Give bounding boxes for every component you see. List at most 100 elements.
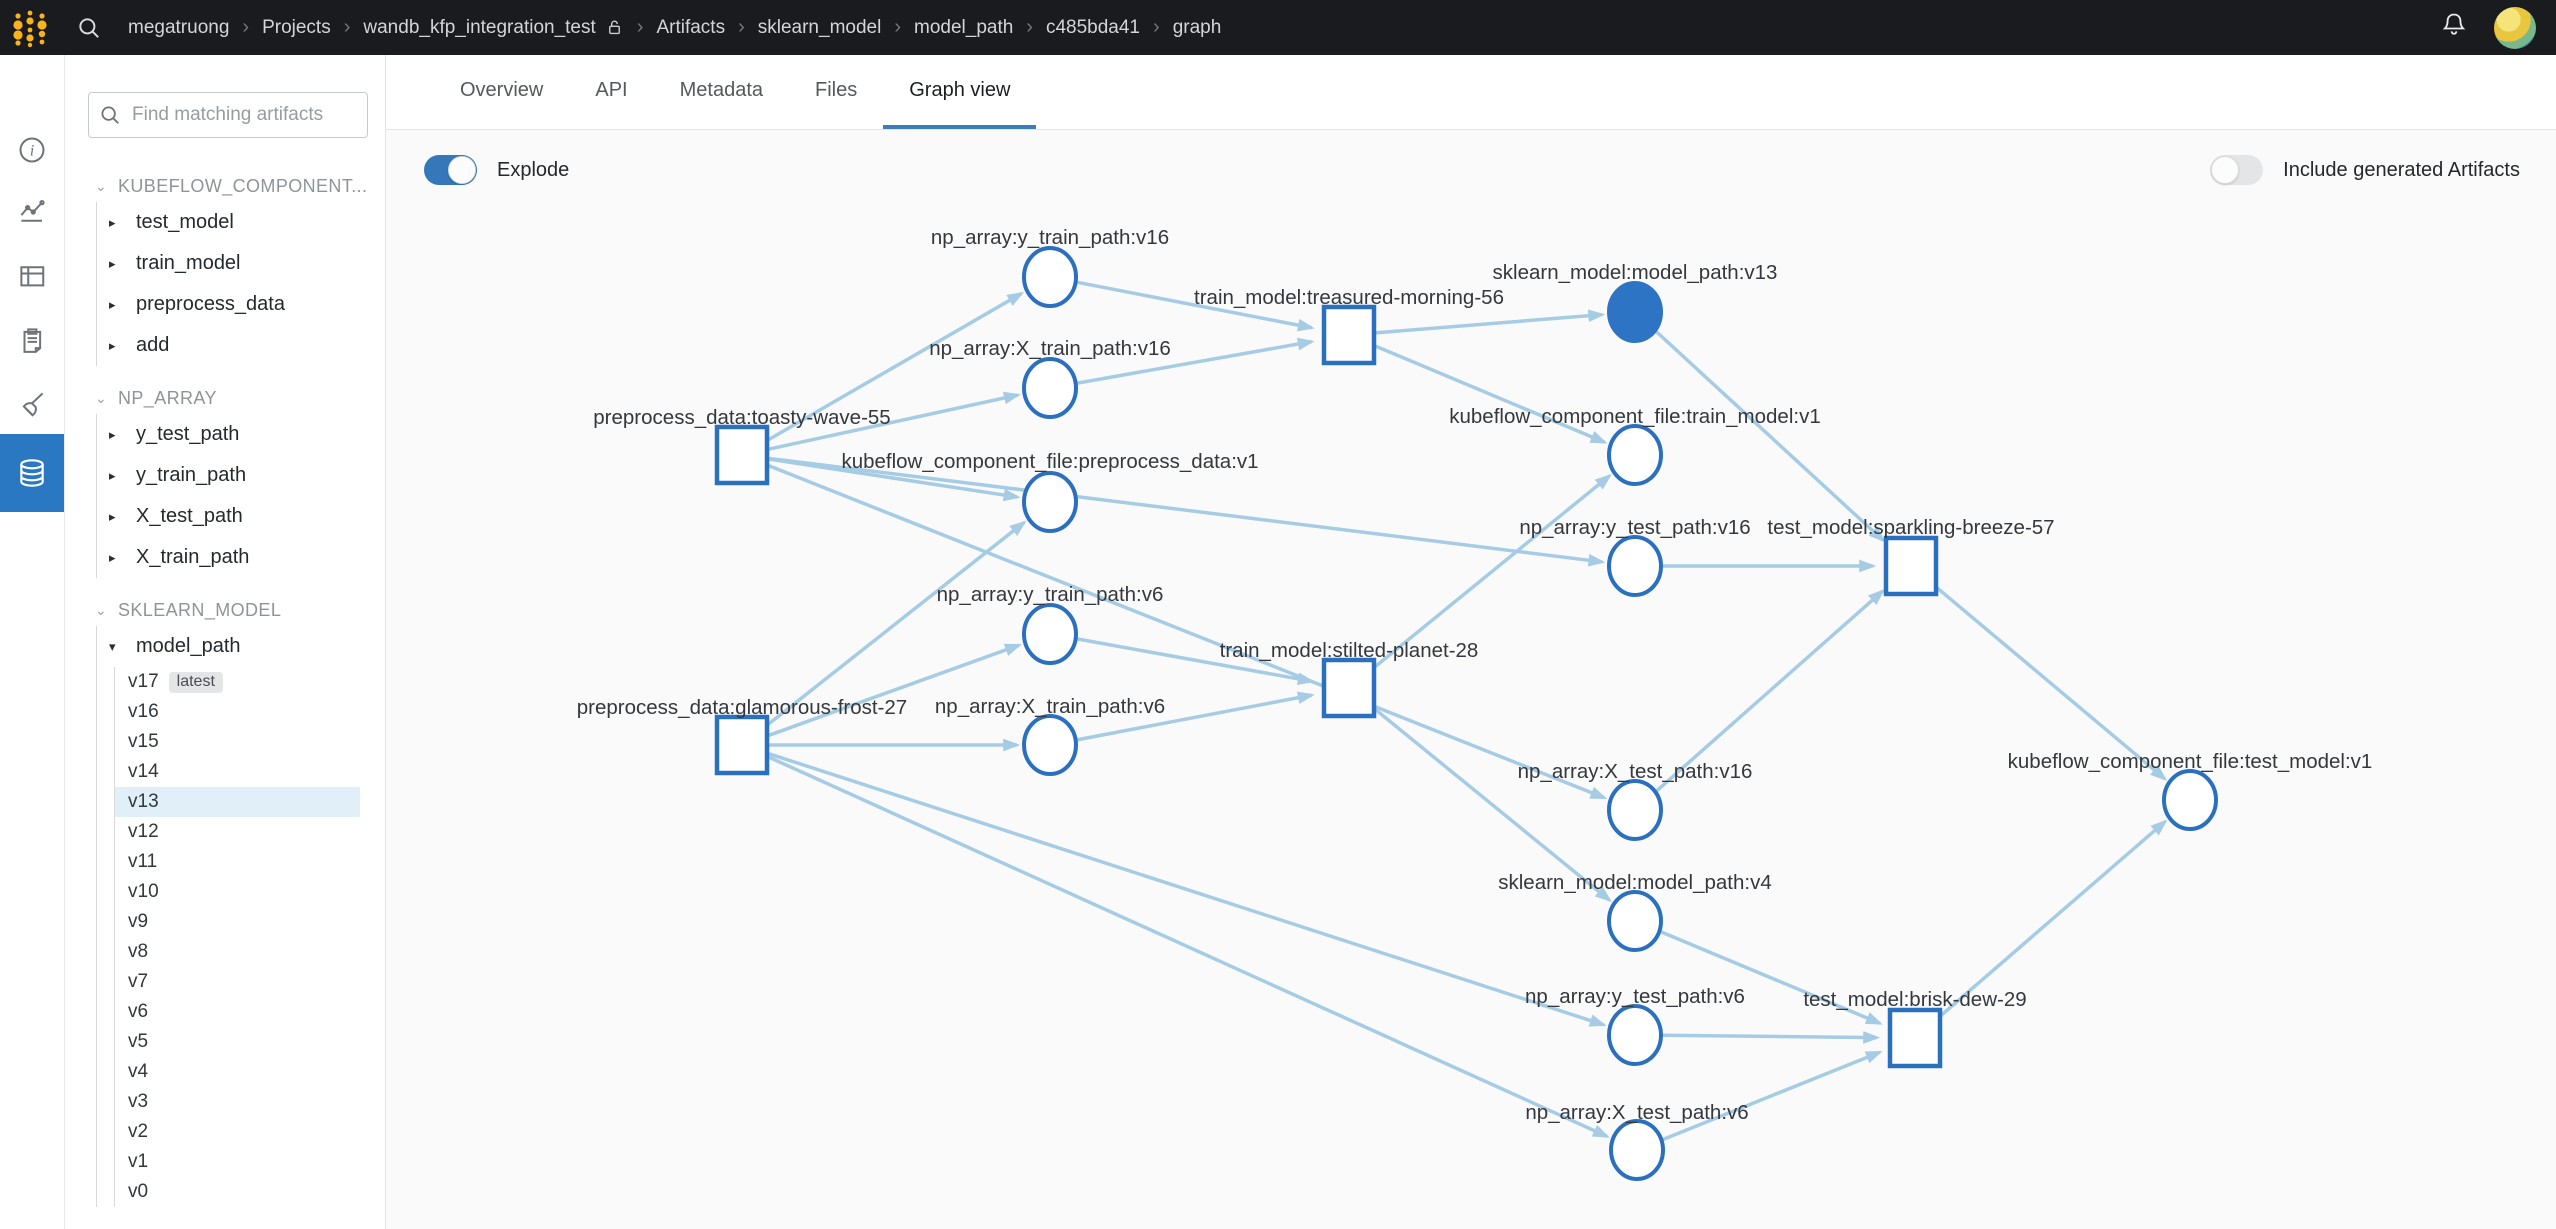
version-row-v7[interactable]: v7 <box>115 967 360 997</box>
sidebar-item-label: X_test_path <box>136 505 243 527</box>
graph-edge-skl13-tmod57 <box>1652 328 1886 543</box>
version-row-v15[interactable]: v15 <box>115 727 360 757</box>
include-generated-toggle[interactable] <box>2210 155 2264 185</box>
tab-graph-view[interactable]: Graph view <box>883 55 1037 129</box>
breadcrumb-item-megatruong[interactable]: megatruong <box>128 16 230 38</box>
sidebar-item-y_train_path[interactable]: ▸y_train_path <box>97 455 369 496</box>
graph-node-skl13-selected[interactable] <box>1607 281 1663 343</box>
database-icon <box>20 459 44 487</box>
graph-node-yte6[interactable] <box>1607 1004 1663 1066</box>
triangle-collapsed-icon: ▸ <box>109 549 116 565</box>
breadcrumb-separator: › <box>1153 16 1160 38</box>
navbar-search-icon[interactable] <box>76 15 102 41</box>
graph-node-xte16[interactable] <box>1607 779 1663 841</box>
section-items: ▸test_model▸train_model▸preprocess_data▸… <box>96 202 369 366</box>
breadcrumb-item-sklearn_model[interactable]: sklearn_model <box>757 16 882 38</box>
sidebar-item-X_train_path[interactable]: ▸X_train_path <box>97 537 369 578</box>
wandb-logo-icon[interactable] <box>12 8 48 48</box>
version-row-v10[interactable]: v10 <box>115 877 360 907</box>
version-row-v2[interactable]: v2 <box>115 1117 360 1147</box>
breadcrumb-separator: › <box>894 16 901 38</box>
version-row-v5[interactable]: v5 <box>115 1027 360 1057</box>
graph-node-ytr16[interactable] <box>1022 246 1078 308</box>
breadcrumb-item-Artifacts[interactable]: Artifacts <box>656 16 726 38</box>
graph-edge-ytr16-tm56 <box>1075 280 1315 332</box>
sidebar-item-train_model[interactable]: ▸train_model <box>97 243 369 284</box>
version-row-v13[interactable]: v13 <box>115 787 360 817</box>
graph-node-tm28[interactable] <box>1321 657 1377 719</box>
graph-node-tm56[interactable] <box>1321 304 1377 366</box>
tab-api[interactable]: API <box>595 78 628 101</box>
breadcrumb-item-model_path[interactable]: model_path <box>914 16 1014 38</box>
graph-node-label: train_model:stilted-planet-28 <box>1220 639 1479 662</box>
graph-node-yte16[interactable] <box>1607 535 1663 597</box>
graph-node-kfte[interactable] <box>2162 769 2218 831</box>
sidebar-item-add[interactable]: ▸add <box>97 325 369 366</box>
graph-edge-pp55-yte16 <box>767 456 1606 567</box>
sidebar-item-preprocess_data[interactable]: ▸preprocess_data <box>97 284 369 325</box>
sidebar-item-y_test_path[interactable]: ▸y_test_path <box>97 414 369 455</box>
breadcrumb-item-wandb_kfp_integration_test[interactable]: wandb_kfp_integration_test <box>363 16 596 38</box>
graph-node-label: np_array:X_test_path:v16 <box>1518 760 1753 783</box>
graph-edge-pp27-kfpp <box>761 520 1027 731</box>
rail-item-tables[interactable] <box>0 245 64 307</box>
section-header-sklearn_model[interactable]: ⌄SKLEARN_MODEL <box>88 594 369 626</box>
sidebar-item-X_test_path[interactable]: ▸ X_test_path <box>97 496 369 537</box>
table-icon <box>20 266 45 287</box>
version-row-v3[interactable]: v3 <box>115 1087 360 1117</box>
graph-node-tmod57[interactable] <box>1883 535 1939 597</box>
graph-node-kfpp[interactable] <box>1022 471 1078 533</box>
triangle-expanded-icon: ▾ <box>109 638 116 654</box>
rail-item-logs[interactable] <box>0 309 64 371</box>
artifact-search-input[interactable] <box>130 103 354 127</box>
graph-node-label: np_array:y_train_path:v6 <box>937 583 1164 606</box>
rail-item-info[interactable]: i <box>0 119 64 181</box>
version-row-v9[interactable]: v9 <box>115 907 360 937</box>
user-avatar[interactable] <box>2494 6 2536 49</box>
rail-item-sweeps[interactable] <box>0 373 64 435</box>
rail-item-charts[interactable] <box>0 181 64 243</box>
sidebar-item-model_path[interactable]: ▾model_path <box>97 626 369 667</box>
triangle-collapsed-icon: ▸ <box>109 508 116 524</box>
graph-node-xte6[interactable] <box>1609 1119 1665 1181</box>
section-header-kubeflow_component[interactable]: ⌄KUBEFLOW_COMPONENT... <box>88 170 369 202</box>
notifications-bell-icon[interactable] <box>2440 11 2468 44</box>
breadcrumb-item-graph[interactable]: graph <box>1172 16 1222 38</box>
graph-node-xtr16[interactable] <box>1022 357 1078 419</box>
graph-node-skl4[interactable] <box>1607 890 1663 952</box>
graph-edge-skl4-tmod29 <box>1658 929 1883 1025</box>
graph-node-pp27[interactable] <box>714 714 770 776</box>
graph-node-tmod29[interactable] <box>1887 1007 1943 1069</box>
graph-node-xtr6[interactable] <box>1022 714 1078 776</box>
breadcrumb-item-Projects[interactable]: Projects <box>262 16 331 38</box>
rail-item-artifacts[interactable] <box>0 434 64 512</box>
version-row-v8[interactable]: v8 <box>115 937 360 967</box>
version-label: v6 <box>128 1001 149 1022</box>
version-row-v14[interactable]: v14 <box>115 757 360 787</box>
artifact-search-box[interactable] <box>88 92 368 138</box>
left-icon-rail: i <box>0 55 65 1229</box>
tab-overview[interactable]: Overview <box>460 78 544 101</box>
version-row-v1[interactable]: v1 <box>115 1147 360 1177</box>
explode-control: Explode <box>424 155 569 185</box>
tab-files[interactable]: Files <box>815 78 858 101</box>
graph-node-ytr6[interactable] <box>1022 603 1078 665</box>
section-header-label: NP_ARRAY <box>118 387 217 408</box>
lock-icon <box>605 18 624 37</box>
graph-node-pp55[interactable] <box>714 424 770 486</box>
version-row-v0[interactable]: v0 <box>115 1177 360 1207</box>
version-row-v11[interactable]: v11 <box>115 847 360 877</box>
version-row-v16[interactable]: v16 <box>115 697 360 727</box>
graph-edge-pp55-xte16 <box>765 462 1608 800</box>
graph-node-kftr[interactable] <box>1607 424 1663 486</box>
version-row-v12[interactable]: v12 <box>115 817 360 847</box>
tab-metadata[interactable]: Metadata <box>679 78 763 101</box>
section-header-np_array[interactable]: ⌄NP_ARRAY <box>88 382 369 414</box>
version-row-v4[interactable]: v4 <box>115 1057 360 1087</box>
graph-node-label: np_array:X_train_path:v16 <box>929 337 1171 360</box>
explode-toggle[interactable] <box>424 155 477 185</box>
version-row-v6[interactable]: v6 <box>115 997 360 1027</box>
breadcrumb-item-c485bda41[interactable]: c485bda41 <box>1045 16 1141 38</box>
sidebar-item-test_model[interactable]: ▸test_model <box>97 202 369 243</box>
